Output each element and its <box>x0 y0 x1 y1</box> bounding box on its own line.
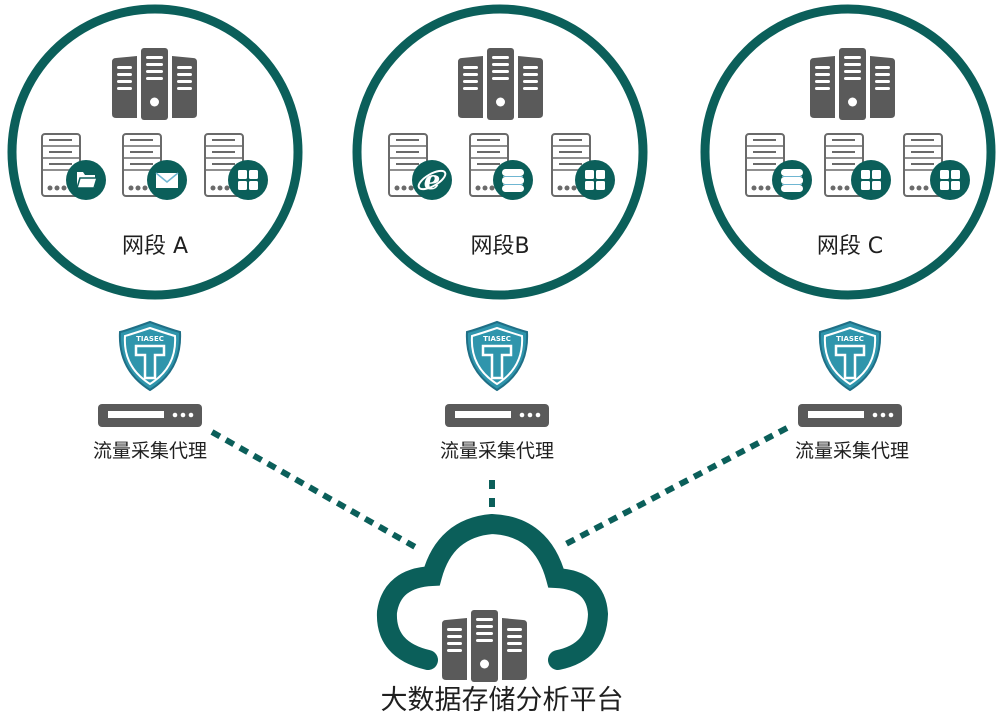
rack-server-icon <box>112 48 197 120</box>
platform-rack-server-icon <box>442 610 527 682</box>
agent-a-label: 流量采集代理 <box>92 440 207 462</box>
segment-b-label: 网段B <box>470 234 530 259</box>
agent-c-label: 流量采集代理 <box>794 440 909 462</box>
agent-a-shield-text: TIASEC <box>136 335 164 343</box>
database-icon <box>772 160 812 200</box>
ie-browser-icon <box>412 160 452 200</box>
segment-c-label: 网段 C <box>816 234 884 259</box>
folder-icon <box>66 160 106 200</box>
agent-b-shield-text: TIASEC <box>483 335 511 343</box>
agent-c-shield-text: TIASEC <box>836 335 864 343</box>
agent-b-label: 流量采集代理 <box>439 440 554 462</box>
segment-a-label: 网段 A <box>121 234 189 259</box>
rack-server-icon <box>810 48 895 120</box>
database-icon <box>493 160 533 200</box>
cloud-icon <box>376 513 609 670</box>
rack-server-icon <box>458 48 543 120</box>
windows-icon <box>575 160 615 200</box>
windows-icon <box>228 160 268 200</box>
connector-c <box>562 425 789 548</box>
mail-icon <box>147 160 187 200</box>
windows-icon <box>851 160 891 200</box>
connector-a <box>210 429 419 551</box>
platform-label: 大数据存储分析平台 <box>380 685 624 716</box>
windows-icon <box>930 160 970 200</box>
